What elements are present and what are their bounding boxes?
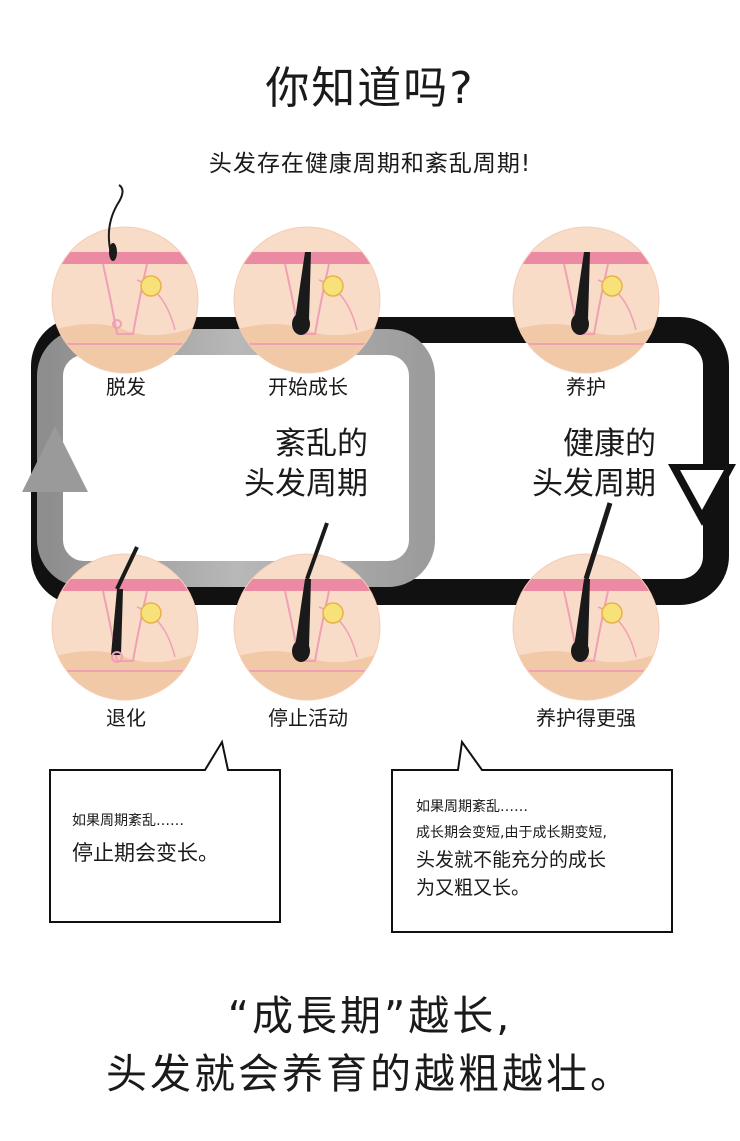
bubble-right-line3: 头发就不能充分的成长: [416, 849, 607, 871]
disordered-cycle-label: 紊乱的 头发周期: [200, 424, 368, 504]
hair-circle-start-growth: [233, 226, 381, 374]
healthy-cycle-label-line2: 头发周期: [532, 466, 656, 502]
hair-circle-stop-activity: [233, 522, 381, 701]
bubble-right: 如果周期紊乱…… 成长期会变短,由于成长期变短, 头发就不能充分的成长 为又粗又…: [416, 794, 607, 902]
stage-label-care-stronger: 养护得更强: [536, 706, 636, 730]
bubble-left: 如果周期紊乱…… 停止期会变长。: [72, 812, 219, 866]
hair-circle-regression: [51, 546, 199, 701]
disordered-cycle-loop: [22, 329, 435, 587]
stage-label-shedding: 脱发: [106, 375, 146, 399]
disordered-cycle-arrow-up: [22, 426, 88, 492]
hair-circle-care-stronger: [512, 502, 660, 701]
disordered-cycle-label-line2: 头发周期: [244, 466, 368, 502]
stage-label-regression: 退化: [106, 706, 146, 730]
bubble-left-frame: [49, 739, 281, 923]
bubble-right-line1: 如果周期紊乱……: [416, 799, 528, 815]
bubble-left-line2: 停止期会变长。: [72, 841, 219, 865]
hair-circle-shedding: [51, 184, 199, 374]
page-subtitle: 头发存在健康周期和紊乱周期!: [208, 151, 532, 177]
hair-circle-care: [512, 226, 660, 374]
stage-label-start-growth: 开始成长: [268, 375, 348, 399]
healthy-cycle-label-line1: 健康的: [563, 426, 656, 462]
page-title: 你知道吗?: [265, 63, 475, 114]
stage-label-care: 养护: [566, 375, 606, 399]
bubble-left-line1: 如果周期紊乱……: [72, 813, 184, 829]
bubble-right-line4: 为又粗又长。: [416, 877, 531, 899]
bubble-right-frame: [391, 739, 673, 933]
stage-label-stop-activity: 停止活动: [268, 706, 348, 730]
healthy-cycle-label: 健康的 头发周期: [488, 424, 656, 504]
conclusion-line2: 头发就会养育的越粗越壮。: [106, 1050, 634, 1098]
conclusion-line1: “成長期”越长,: [227, 992, 513, 1040]
bubble-right-line2: 成长期会变短,由于成长期变短,: [416, 825, 607, 841]
disordered-cycle-label-line1: 紊乱的: [275, 426, 368, 462]
